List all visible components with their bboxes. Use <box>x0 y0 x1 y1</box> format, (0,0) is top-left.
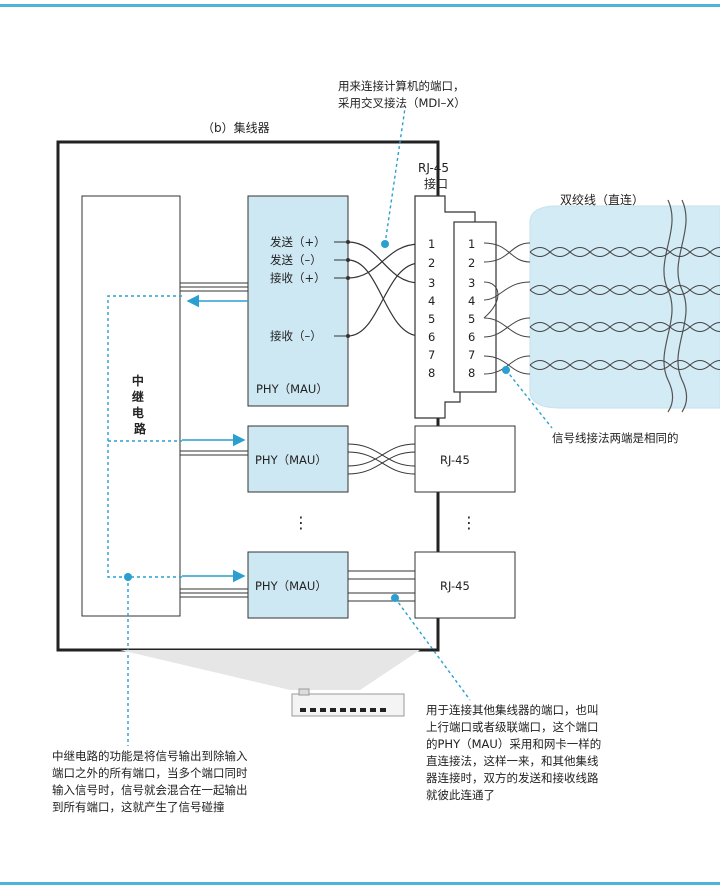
hub-device-icon <box>291 688 405 717</box>
rj45-hub-pins: 1 2 3 4 5 6 7 8 <box>428 237 435 380</box>
annotation-repeater: 中继电路的功能是将信号输出到除输入 端口之外的所有端口，当多个端口同时 输入信号… <box>52 749 248 814</box>
svg-text:1: 1 <box>428 237 435 251</box>
twisted-pair-cable <box>529 199 720 413</box>
port2-crossover-wires <box>347 443 416 475</box>
svg-text:8: 8 <box>468 366 475 380</box>
signal-recv-minus: 接收（–） <box>270 329 322 343</box>
phy-label-3: PHY（MAU） <box>255 579 327 593</box>
rj45-top-label: RJ-45 接口 <box>418 161 453 191</box>
cable-twists <box>529 247 720 370</box>
repeater-circuit-box <box>81 195 181 617</box>
uplink-callout-dot <box>391 594 399 602</box>
ellipsis-phy: ⋮ <box>293 513 309 532</box>
same-wiring-callout-dot <box>502 366 510 374</box>
signal-recv-plus: 接收（+） <box>270 271 326 285</box>
phy-box-3 <box>247 551 349 619</box>
mdix-callout-dot <box>381 240 389 248</box>
phy1-pins <box>334 241 348 337</box>
svg-text:2: 2 <box>428 256 435 270</box>
rj45-box-3 <box>414 551 516 619</box>
cable-label: 双绞线（直连） <box>560 192 644 207</box>
phy-box-2 <box>247 425 349 493</box>
mdix-crossover-wires <box>347 241 421 337</box>
signal-send-minus: 发送（–） <box>270 253 322 267</box>
svg-text:6: 6 <box>428 330 435 344</box>
annotation-mdix: 用来连接计算机的端口， 采用交叉接法（MDI–X） <box>338 79 466 110</box>
svg-text:5: 5 <box>428 312 435 326</box>
svg-text:4: 4 <box>428 294 435 308</box>
callout-lines <box>384 107 553 701</box>
svg-text:2: 2 <box>468 256 475 270</box>
svg-text:8: 8 <box>428 366 435 380</box>
repeater-label: 中 继 电 路 <box>132 373 148 436</box>
port3-straight-wires <box>348 570 415 602</box>
phy-label-2: PHY（MAU） <box>255 453 327 467</box>
svg-text:7: 7 <box>428 348 435 362</box>
signal-send-plus: 发送（+） <box>270 235 326 249</box>
repeater-phy-wires <box>180 282 248 598</box>
svg-text:6: 6 <box>468 330 475 344</box>
svg-text:1: 1 <box>468 237 475 251</box>
signal-arrows <box>182 294 248 583</box>
ellipsis-rj45: ⋮ <box>461 513 477 532</box>
svg-text:7: 7 <box>468 348 475 362</box>
hub-perspective-shadow <box>120 650 420 690</box>
bottom-border-line <box>0 882 720 885</box>
svg-text:3: 3 <box>468 276 475 290</box>
top-border-line <box>0 4 720 7</box>
rj45-label-2: RJ-45 <box>440 453 470 467</box>
hub-title: （b）集线器 <box>202 120 270 135</box>
repeater-flow-dotted <box>107 295 182 578</box>
annotation-uplink: 用于连接其他集线器的端口，也叫 上行端口或者级联端口，这个端口 的PHY（MAU… <box>426 703 602 802</box>
svg-text:5: 5 <box>468 312 475 326</box>
rj45-label-3: RJ-45 <box>440 579 470 593</box>
svg-text:3: 3 <box>428 276 435 290</box>
rj45-box-2 <box>414 425 516 493</box>
annotation-same-wiring: 信号线接法两端是相同的 <box>552 431 679 445</box>
twisted-wire-pairs <box>483 242 531 375</box>
phy-label-1: PHY（MAU） <box>256 382 328 396</box>
rj45-plug-pins: 1 2 3 4 5 6 7 8 <box>468 237 475 380</box>
rj45-plug-cable <box>453 221 497 393</box>
svg-text:4: 4 <box>468 294 475 308</box>
phy-box-1 <box>247 195 349 407</box>
